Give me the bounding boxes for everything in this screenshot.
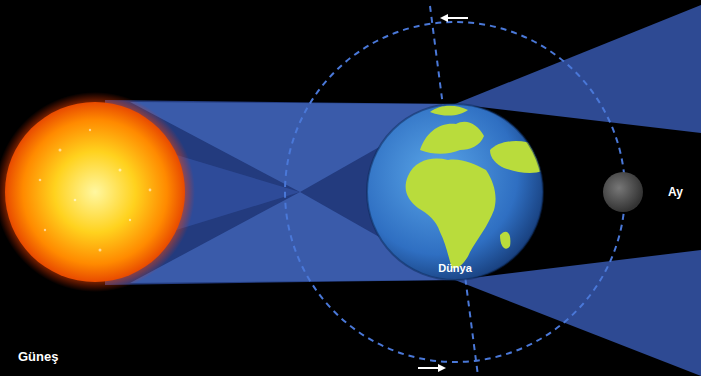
- sun-spots: [39, 129, 152, 252]
- moon-orbit: [285, 22, 625, 362]
- body-label: Dünya: [438, 262, 472, 274]
- sun: [5, 102, 185, 282]
- earth: [367, 104, 543, 280]
- body-label: Ay: [668, 186, 683, 199]
- sun-corona: [0, 92, 195, 292]
- moon: [603, 172, 643, 212]
- body-label: Güneş: [18, 350, 58, 364]
- earth-rim: [367, 104, 543, 280]
- continents: [406, 106, 545, 269]
